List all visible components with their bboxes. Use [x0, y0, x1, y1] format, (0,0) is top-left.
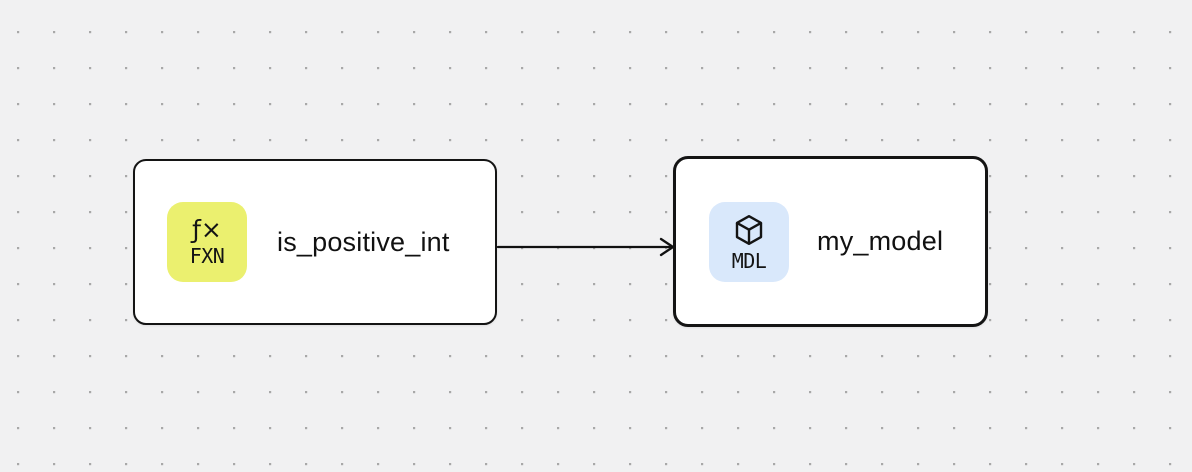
model-node[interactable]: MDL my_model: [673, 156, 988, 327]
cube-icon: [731, 211, 767, 249]
node-label: is_positive_int: [277, 226, 450, 257]
edge-arrow[interactable]: [495, 235, 681, 259]
mdl-badge-code: MDL: [731, 248, 767, 273]
node-label: my_model: [817, 226, 944, 256]
function-node[interactable]: ƒ× FXN is_positive_int: [133, 159, 497, 325]
function-icon: ƒ×: [192, 215, 222, 245]
fxn-badge: ƒ× FXN: [167, 202, 247, 282]
fxn-badge-code: FXN: [189, 243, 225, 268]
mdl-badge: MDL: [709, 201, 789, 282]
